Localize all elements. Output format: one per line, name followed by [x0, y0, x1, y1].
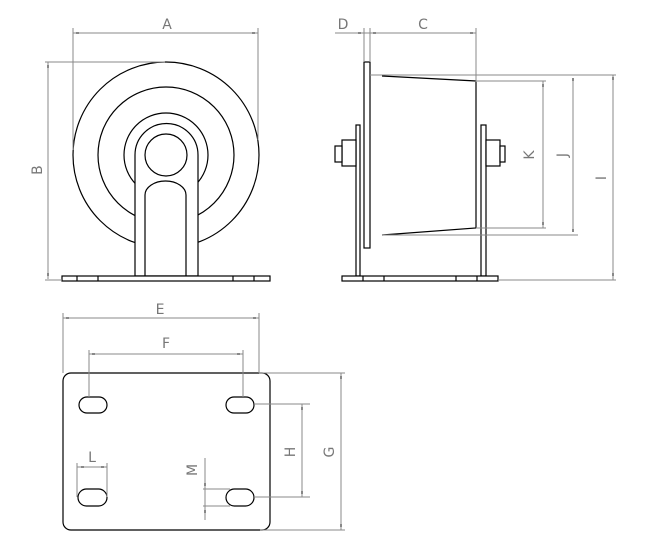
dimension-ijk-lines	[370, 74, 616, 281]
label-f: F	[162, 336, 170, 352]
label-a: A	[162, 17, 172, 33]
mount-slot	[225, 488, 255, 507]
label-e: E	[156, 302, 165, 318]
label-i: I	[594, 176, 610, 180]
side-base-plate	[341, 275, 499, 282]
fork-left-leg	[355, 124, 361, 277]
mount-slot	[77, 488, 108, 507]
axle-circle	[144, 133, 188, 177]
bolt-head-left	[334, 145, 343, 163]
base-plate-divisions	[76, 276, 255, 281]
mount-slot	[225, 396, 255, 414]
label-c: C	[418, 17, 428, 33]
side-view: D C K J I	[334, 17, 616, 282]
dimension-a-line	[72, 28, 259, 150]
label-m: M	[185, 464, 201, 476]
nut-left	[341, 139, 357, 167]
label-k: K	[522, 150, 538, 160]
dimension-ef-lines	[62, 313, 260, 397]
wheel-profile	[381, 75, 477, 236]
front-view: A B	[30, 17, 271, 282]
dimension-gh-lines	[254, 372, 345, 531]
label-j: J	[555, 153, 571, 158]
side-base-divisions	[362, 276, 478, 281]
bolt-head-right	[499, 145, 506, 163]
label-d: D	[338, 17, 349, 33]
label-g: G	[322, 447, 338, 458]
dimension-b-line	[45, 61, 165, 281]
fork-slot	[144, 180, 187, 276]
label-h: H	[283, 447, 299, 458]
fork-right-leg	[480, 124, 487, 277]
label-l: L	[88, 450, 96, 466]
nut-right	[485, 139, 501, 167]
dimension-lm-lines	[76, 458, 230, 520]
wheel-flange	[363, 61, 371, 249]
top-plate-outline	[62, 372, 271, 531]
mount-slot	[78, 396, 108, 414]
base-plate	[61, 275, 271, 282]
label-b: B	[30, 165, 46, 175]
dimension-cd-line	[335, 28, 477, 82]
plate-view: E F G H L M	[62, 302, 345, 531]
